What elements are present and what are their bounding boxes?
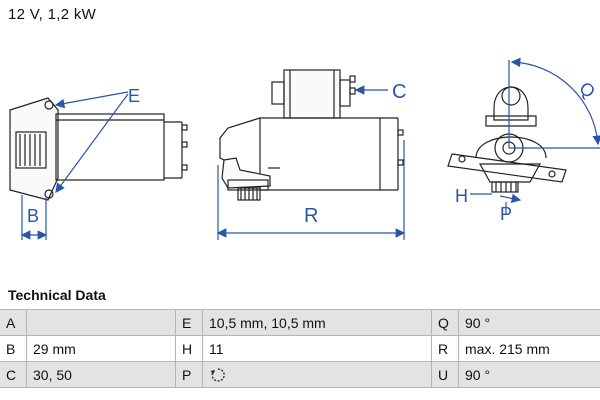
- key-cell: B: [0, 335, 27, 362]
- rotation-direction-icon: [210, 367, 225, 382]
- label-b: B: [27, 206, 39, 226]
- label-q: Q: [575, 78, 599, 102]
- key-cell: H: [175, 335, 203, 362]
- value-cell: 90 °: [458, 361, 600, 388]
- key-cell: A: [0, 309, 27, 336]
- page-title: 12 V, 1,2 kW: [8, 6, 97, 23]
- label-p: P: [500, 204, 512, 224]
- value-cell: [26, 309, 176, 336]
- table-row: A E 10,5 mm, 10,5 mm Q 90 °: [0, 309, 600, 336]
- key-cell: C: [0, 361, 27, 388]
- starter-motor-front-view: [447, 86, 567, 193]
- key-cell: R: [431, 335, 459, 362]
- table-row: B 29 mm H 11 R max. 215 mm: [0, 335, 600, 362]
- key-cell: P: [175, 361, 203, 388]
- value-cell: 11: [202, 335, 432, 362]
- label-e: E: [128, 86, 140, 106]
- value-cell: [202, 361, 432, 388]
- label-c: C: [392, 81, 406, 103]
- label-h: H: [455, 186, 468, 206]
- value-cell: 90 °: [458, 309, 600, 336]
- label-r: R: [304, 205, 318, 227]
- value-cell: 10,5 mm, 10,5 mm: [202, 309, 432, 336]
- starter-motor-end-view: [9, 97, 188, 201]
- starter-motor-side-view: [219, 69, 404, 201]
- technical-drawing: E B C R: [9, 57, 600, 240]
- key-cell: Q: [431, 309, 459, 336]
- key-cell: U: [431, 361, 459, 388]
- table-row: C 30, 50 P U 90 °: [0, 361, 600, 388]
- technical-data-table: A E 10,5 mm, 10,5 mm Q 90 ° B 29 mm H 11…: [0, 309, 600, 388]
- value-cell: 29 mm: [26, 335, 176, 362]
- value-cell: max. 215 mm: [458, 335, 600, 362]
- section-title: Technical Data: [8, 287, 106, 303]
- key-cell: E: [175, 309, 203, 336]
- value-cell: 30, 50: [26, 361, 176, 388]
